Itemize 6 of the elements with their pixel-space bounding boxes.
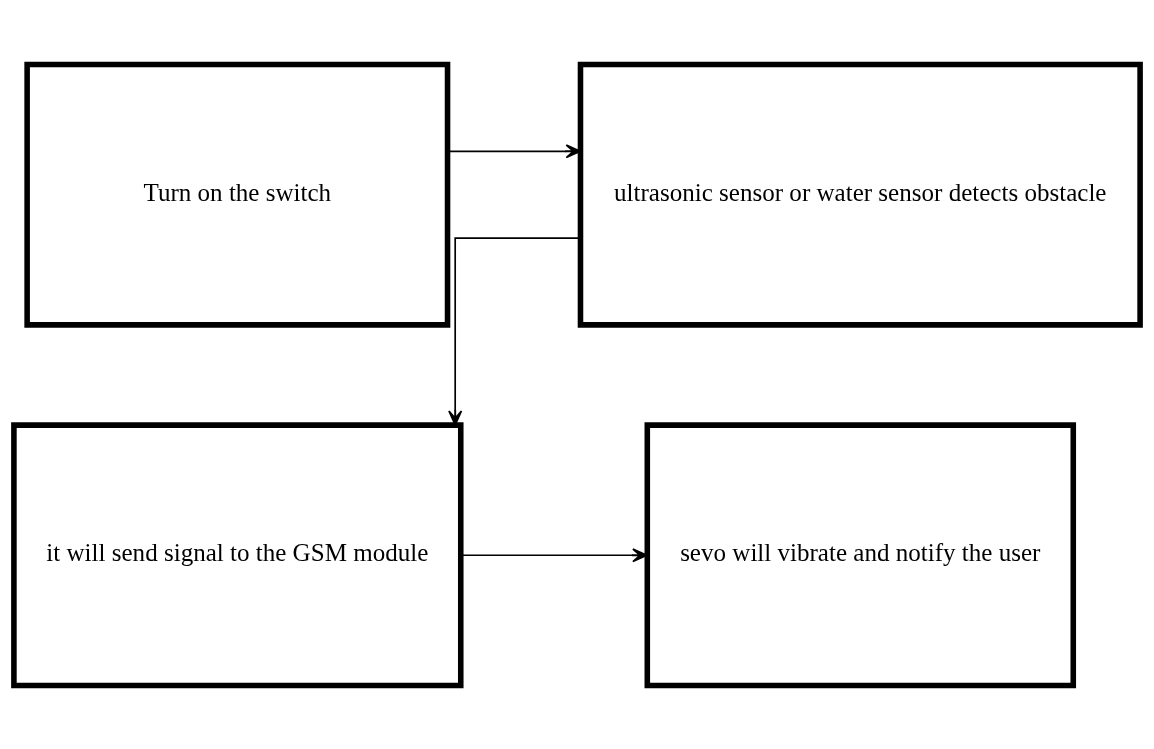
node-box: ultrasonic sensor or water sensor detects obstacle [577, 61, 1143, 328]
arrow [460, 547, 648, 562]
arrow [448, 236, 581, 426]
node-box: it will send signal to the GSM module [11, 421, 464, 688]
node-box: Turn on the switch [24, 61, 451, 328]
node-box: sevo will vibrate and notify the user [644, 421, 1077, 688]
